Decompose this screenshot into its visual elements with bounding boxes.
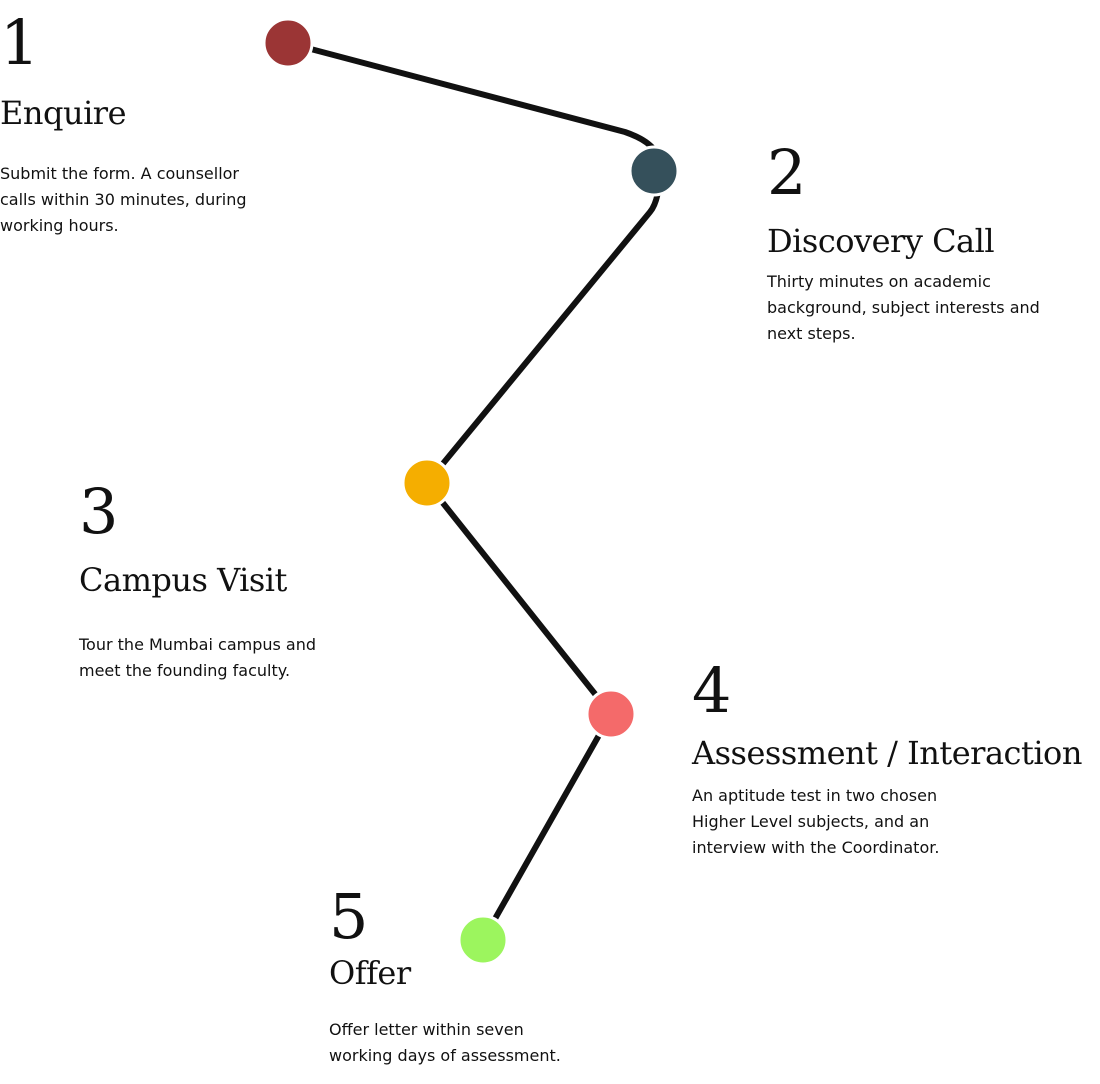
- step-description: Tour the Mumbai campus and meet the foun…: [79, 635, 317, 681]
- step-title: Discovery Call: [767, 222, 995, 260]
- step-enquire: 1 Enquire Submit the form. A counsellor …: [0, 12, 250, 239]
- step-title: Assessment / Interaction: [692, 734, 1082, 772]
- step-offer: 5 Offer Offer letter within seven workin…: [329, 886, 569, 1069]
- timeline-connector-line: [285, 40, 663, 943]
- step-number: 5: [329, 880, 369, 953]
- step-description: Offer letter within seven working days o…: [329, 1020, 561, 1066]
- step-assessment-interaction: 4 Assessment / Interaction An aptitude t…: [692, 660, 1082, 861]
- step-title: Offer: [329, 954, 411, 992]
- step-5-node: [457, 914, 509, 966]
- step-3-node: [401, 457, 453, 509]
- step-campus-visit: 3 Campus Visit Tour the Mumbai campus an…: [79, 481, 319, 684]
- step-title: Campus Visit: [79, 561, 287, 599]
- step-description: An aptitude test in two chosen Higher Le…: [692, 786, 940, 858]
- step-number: 4: [692, 654, 732, 727]
- step-discovery-call: 2 Discovery Call Thirty minutes on acade…: [767, 142, 1042, 347]
- step-4-node: [585, 688, 637, 740]
- step-title: Enquire: [0, 94, 127, 132]
- step-1-node: [262, 17, 314, 69]
- step-description: Submit the form. A counsellor calls with…: [0, 164, 247, 236]
- step-number: 3: [79, 475, 119, 548]
- step-number: 2: [767, 136, 807, 209]
- step-2-node: [628, 145, 680, 197]
- step-number: 1: [0, 6, 40, 79]
- step-description: Thirty minutes on academic background, s…: [767, 272, 1040, 344]
